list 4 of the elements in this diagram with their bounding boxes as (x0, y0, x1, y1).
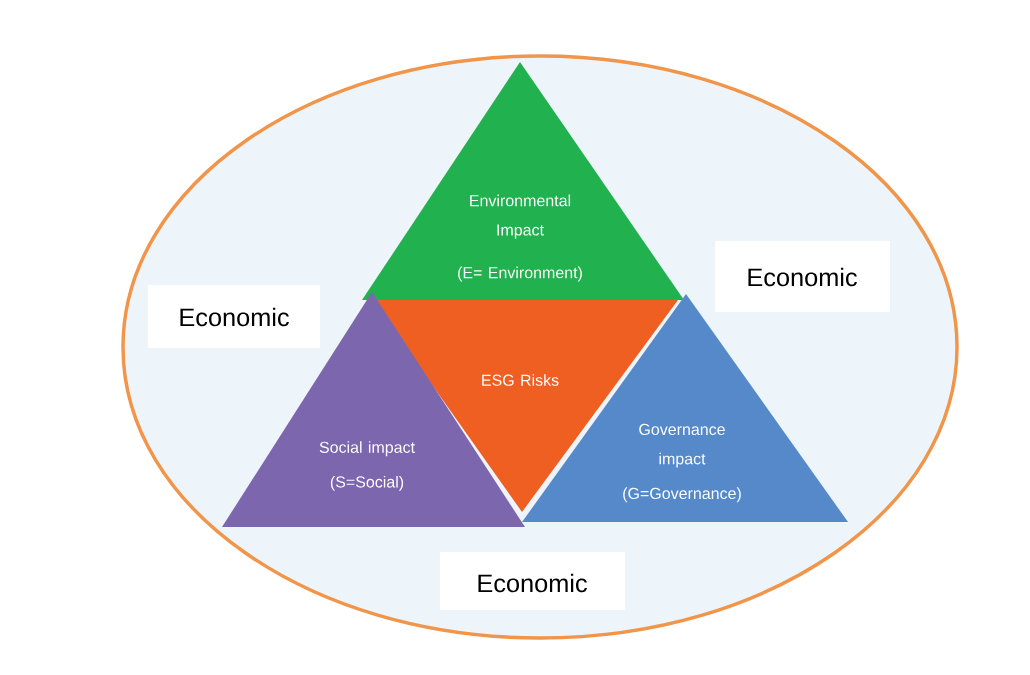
label-box: Economic (148, 285, 320, 348)
triangle: Environmental Impact (E= Environment) (362, 62, 684, 300)
label-box: Economic (440, 552, 625, 610)
label-box: Economic (715, 241, 890, 312)
